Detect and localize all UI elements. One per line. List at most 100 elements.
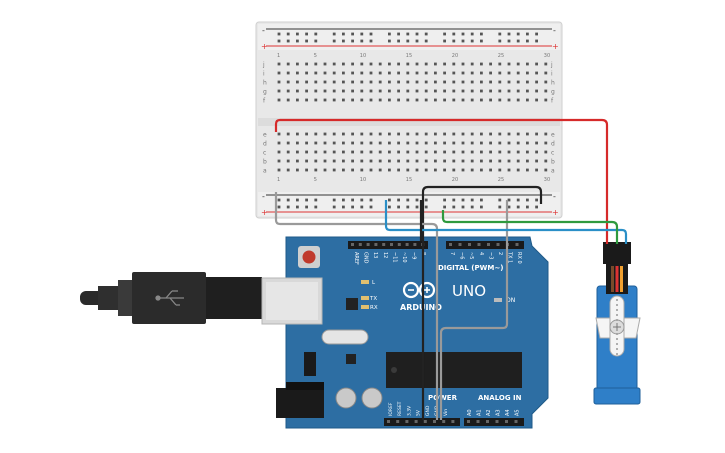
breadboard-hole[interactable] <box>397 71 400 75</box>
breadboard-hole[interactable] <box>277 168 281 172</box>
breadboard-hole[interactable] <box>397 89 400 93</box>
breadboard-hole[interactable] <box>443 98 446 102</box>
breadboard-hole[interactable] <box>507 80 511 84</box>
breadboard-hole[interactable] <box>314 89 318 93</box>
breadboard-hole[interactable] <box>296 71 299 75</box>
rail-hole[interactable] <box>342 32 345 36</box>
breadboard-hole[interactable] <box>351 132 354 136</box>
breadboard-hole[interactable] <box>277 80 281 84</box>
rail-hole[interactable] <box>314 205 318 209</box>
breadboard-hole[interactable] <box>461 62 465 66</box>
breadboard-hole[interactable] <box>461 168 465 172</box>
breadboard-hole[interactable] <box>424 132 428 136</box>
breadboard-hole[interactable] <box>544 141 548 145</box>
header-pin[interactable] <box>505 420 508 423</box>
breadboard-hole[interactable] <box>397 132 400 136</box>
breadboard-hole[interactable] <box>535 159 538 163</box>
header-pin[interactable] <box>476 420 480 423</box>
green-signal-wire[interactable] <box>441 210 619 244</box>
rail-hole[interactable] <box>461 198 465 202</box>
rail-hole[interactable] <box>480 198 483 202</box>
breadboard-hole[interactable] <box>535 71 538 75</box>
breadboard-hole[interactable] <box>415 168 419 172</box>
breadboard-hole[interactable] <box>323 168 327 172</box>
breadboard-hole[interactable] <box>388 62 391 66</box>
header-pin[interactable] <box>486 420 489 423</box>
breadboard-hole[interactable] <box>470 62 474 66</box>
breadboard-hole[interactable] <box>507 98 511 102</box>
breadboard-hole[interactable] <box>461 141 465 145</box>
breadboard-hole[interactable] <box>388 168 391 172</box>
breadboard-hole[interactable] <box>378 141 382 145</box>
breadboard-hole[interactable] <box>480 159 483 163</box>
breadboard-hole[interactable] <box>480 62 483 66</box>
breadboard-hole[interactable] <box>378 159 382 163</box>
breadboard-hole[interactable] <box>388 80 391 84</box>
breadboard-hole[interactable] <box>305 132 308 136</box>
rail-hole[interactable] <box>424 32 428 36</box>
breadboard-hole[interactable] <box>526 71 529 75</box>
breadboard-hole[interactable] <box>332 132 336 136</box>
breadboard-hole[interactable] <box>378 98 382 102</box>
rail-hole[interactable] <box>360 198 364 202</box>
breadboard-hole[interactable] <box>406 98 410 102</box>
breadboard-hole[interactable] <box>516 141 520 145</box>
breadboard-hole[interactable] <box>415 159 419 163</box>
breadboard-hole[interactable] <box>480 168 483 172</box>
breadboard-hole[interactable] <box>406 150 410 154</box>
breadboard-hole[interactable] <box>434 168 437 172</box>
breadboard-hole[interactable] <box>397 159 400 163</box>
breadboard-hole[interactable] <box>461 159 465 163</box>
breadboard-hole[interactable] <box>443 141 446 145</box>
breadboard-hole[interactable] <box>332 89 336 93</box>
rail-hole[interactable] <box>369 32 373 36</box>
rail-hole[interactable] <box>507 39 511 43</box>
breadboard-hole[interactable] <box>314 98 318 102</box>
breadboard-hole[interactable] <box>434 71 437 75</box>
breadboard-hole[interactable] <box>443 168 446 172</box>
rail-hole[interactable] <box>406 198 410 202</box>
rail-hole[interactable] <box>461 39 465 43</box>
rail-hole[interactable] <box>516 32 520 36</box>
breadboard-hole[interactable] <box>424 80 428 84</box>
breadboard-hole[interactable] <box>489 62 492 66</box>
breadboard-hole[interactable] <box>489 71 492 75</box>
breadboard-hole[interactable] <box>452 159 456 163</box>
rail-hole[interactable] <box>369 198 373 202</box>
breadboard-hole[interactable] <box>360 80 364 84</box>
breadboard-hole[interactable] <box>378 80 382 84</box>
breadboard-hole[interactable] <box>516 168 520 172</box>
breadboard-hole[interactable] <box>434 150 437 154</box>
breadboard-hole[interactable] <box>480 150 483 154</box>
breadboard-hole[interactable] <box>305 89 308 93</box>
breadboard-hole[interactable] <box>388 159 391 163</box>
rail-hole[interactable] <box>470 32 474 36</box>
rail-hole[interactable] <box>369 205 373 209</box>
breadboard-hole[interactable] <box>516 89 520 93</box>
rail-hole[interactable] <box>286 198 290 202</box>
breadboard-hole[interactable] <box>388 132 391 136</box>
breadboard-hole[interactable] <box>360 71 364 75</box>
breadboard-hole[interactable] <box>507 168 511 172</box>
header-pin[interactable] <box>397 243 401 246</box>
breadboard-hole[interactable] <box>470 168 474 172</box>
breadboard-hole[interactable] <box>434 62 437 66</box>
rail-hole[interactable] <box>305 205 308 209</box>
breadboard-hole[interactable] <box>351 98 354 102</box>
breadboard-hole[interactable] <box>323 80 327 84</box>
header-pin[interactable] <box>496 243 500 246</box>
rail-hole[interactable] <box>388 39 391 43</box>
breadboard-hole[interactable] <box>516 132 520 136</box>
breadboard-hole[interactable] <box>342 89 345 93</box>
rail-hole[interactable] <box>452 198 456 202</box>
rail-hole[interactable] <box>480 32 483 36</box>
breadboard-hole[interactable] <box>342 168 345 172</box>
rail-hole[interactable] <box>351 205 354 209</box>
rail-hole[interactable] <box>342 205 345 209</box>
rail-hole[interactable] <box>314 32 318 36</box>
breadboard-hole[interactable] <box>323 141 327 145</box>
breadboard-hole[interactable] <box>378 62 382 66</box>
rail-hole[interactable] <box>360 205 364 209</box>
rail-hole[interactable] <box>296 198 299 202</box>
gray-5v-wire[interactable] <box>274 192 439 420</box>
